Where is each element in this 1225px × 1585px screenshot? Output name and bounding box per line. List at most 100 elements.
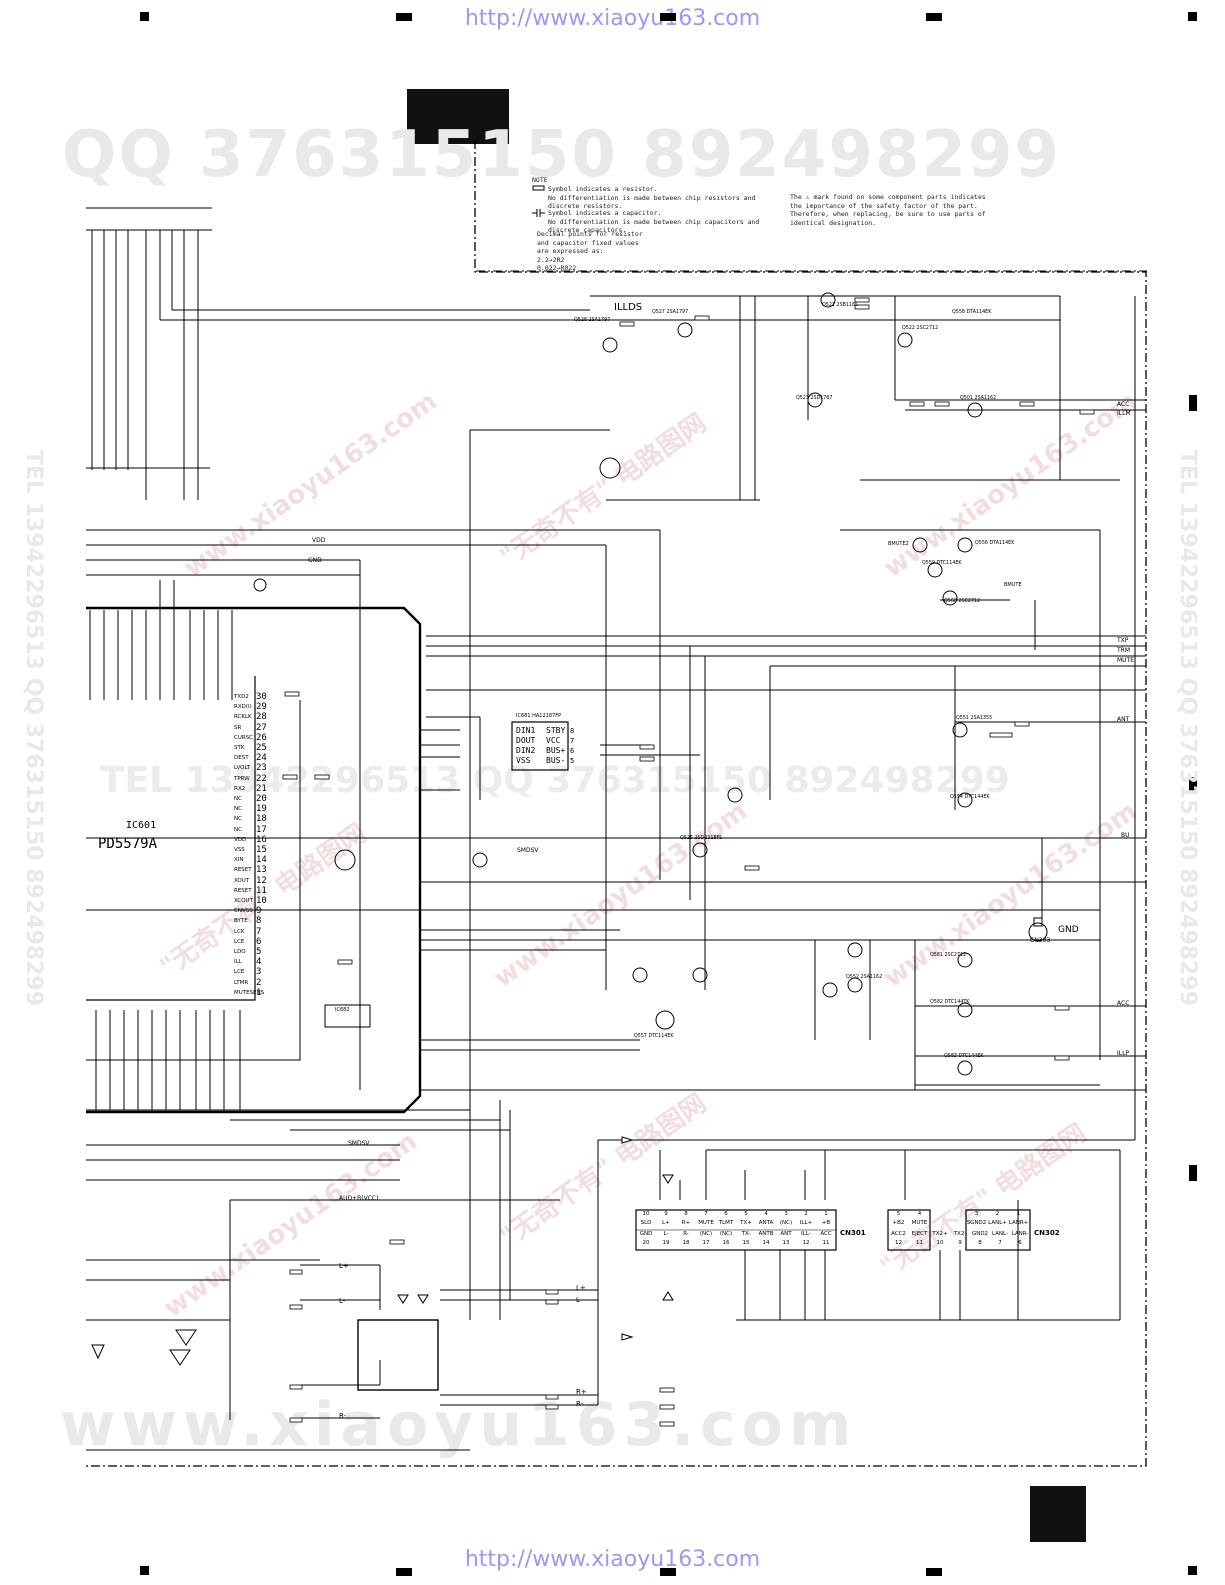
ic601-pin-number: 22	[256, 773, 267, 784]
ic601-pin-name: XIN	[234, 857, 244, 864]
ic601-pin-number: 6	[256, 936, 262, 947]
connector-pin-name: (NC)	[779, 1220, 793, 1226]
connector-pin: LANL-7	[990, 1230, 1010, 1248]
ic601-pin-number: 3	[256, 967, 262, 978]
transistor-label: Q523 2SD1767	[796, 396, 832, 402]
watermark-tel-mid: TEL 13942296513 QQ 376315150 892498299	[100, 760, 1010, 801]
ic601-pin-name: RESET	[234, 867, 252, 874]
ic601-pin-number: 7	[256, 926, 262, 937]
ic601-pin-number: 8	[256, 916, 262, 927]
ic601-pin-number: 27	[256, 722, 267, 733]
ic601-pin-name: BYTE	[234, 918, 248, 925]
connector-pin: (NC)16	[716, 1230, 736, 1248]
connector-pin-name: TX-	[741, 1231, 751, 1237]
connector-pin-number: 6	[1018, 1240, 1022, 1246]
l-minus-label: L-	[339, 1297, 346, 1305]
transistor-label: Q560 2SC2712	[944, 599, 980, 605]
illm-rail-label: ILLM	[1117, 410, 1131, 417]
transistor-label: Q557 DTC114EK	[634, 1034, 674, 1040]
ic681-pin-number: 7	[570, 737, 575, 745]
ic601-pin-number: 19	[256, 804, 267, 815]
ic601-pin-number: 28	[256, 712, 267, 723]
footer-url: http://www.xiaoyu163.com	[464, 1547, 761, 1572]
ic681-pin: DIN2	[516, 746, 535, 756]
header-url: http://www.xiaoyu163.com	[464, 6, 761, 31]
transistor-ref: Q558	[952, 310, 967, 315]
connector-pin-name: R+	[681, 1220, 691, 1226]
connector-pin-name: LANR-	[1011, 1231, 1029, 1237]
connector-pin-number: 9	[958, 1240, 962, 1246]
transistor-label: Q501 2SA1162	[960, 396, 996, 402]
ic601-pin-number: 25	[256, 743, 267, 753]
ic682-label: IC682	[335, 1007, 350, 1013]
connector-pin-name: TX2-	[953, 1231, 967, 1237]
transistor-ref: Q583	[944, 1054, 959, 1059]
connector-pin-number: 12	[895, 1240, 902, 1246]
ic681-ref-text: IC681	[516, 713, 531, 719]
transistor-part: DTC144EK	[964, 795, 990, 800]
ic601-pin-name: LDO	[234, 949, 246, 955]
connector-pin-number: 9	[664, 1211, 668, 1217]
bu-rail-label: BU	[1121, 832, 1130, 839]
transistor-ref: Q522	[902, 326, 917, 331]
ic601-pin-number: 16	[256, 834, 267, 845]
transistor-ref: Q556	[975, 541, 990, 546]
connector-pin: R-18	[676, 1230, 696, 1248]
transistor-ref: Q554	[950, 795, 965, 800]
ic601-pin-number: 23	[256, 763, 267, 774]
registration-mark	[140, 1566, 149, 1575]
connector-pin-name: L-	[663, 1231, 669, 1237]
transistor-label: Q527 2SA1797	[652, 310, 688, 316]
cn302-ref: CN302	[1034, 1229, 1060, 1237]
ic601-pin-number: 20	[256, 794, 267, 804]
transistor-part: 2SA1162	[860, 975, 883, 980]
ic681-pin-name: DIN2	[516, 746, 536, 755]
connector-pin-name: ANTA	[758, 1220, 774, 1226]
registration-mark	[1188, 1566, 1197, 1575]
ic601-pin: BYTE 8	[234, 916, 282, 926]
transistor-ref: Q501	[960, 396, 975, 401]
transistor-part: DTC144EK	[958, 1054, 984, 1059]
transistor-label: Q583 DTC144EK	[944, 1054, 984, 1060]
transistor-label: Q522 2SC2712	[902, 326, 938, 332]
connector-pin-name: GND2	[971, 1231, 989, 1237]
ic681-pin-name: STBY	[546, 726, 566, 735]
ic601-pin-name: STK	[234, 745, 245, 751]
ic601-pin-number: 30	[256, 692, 267, 702]
ic681-pin: DOUT	[516, 736, 535, 746]
transistor-label: Q558 DTA114EK	[952, 310, 991, 316]
ic601-pin-name: LTMR	[234, 979, 249, 986]
ic601-pin-name: VSS	[234, 847, 245, 853]
connector-pin-name: ACC	[820, 1231, 832, 1237]
connector-pin-name: ILL-	[801, 1231, 811, 1237]
transistor-ref: Q552	[846, 975, 861, 980]
connector-pin-name: +B	[821, 1220, 831, 1226]
connector-pin-name: LANR+	[1008, 1220, 1029, 1226]
transistor-part: DTC114EK	[936, 561, 962, 566]
ic601-pin-number: 21	[256, 783, 267, 794]
connector-pin-number: 3	[974, 1211, 979, 1217]
connector-pin: (NC)17	[696, 1230, 716, 1248]
connector-pin: LANR- 6	[1010, 1230, 1030, 1248]
ic681-pin: DIN1	[516, 726, 535, 736]
transistor-part: 2SA1797	[666, 310, 689, 315]
registration-mark	[396, 13, 412, 21]
ic681-pin: BUS+6	[540, 746, 574, 756]
illp-rail-label: ILLP	[1117, 1050, 1130, 1057]
ic601-pin: STK 25	[234, 743, 282, 753]
connector-pin-name: SLD	[640, 1220, 652, 1226]
connector-pin-number: 6	[724, 1211, 728, 1217]
